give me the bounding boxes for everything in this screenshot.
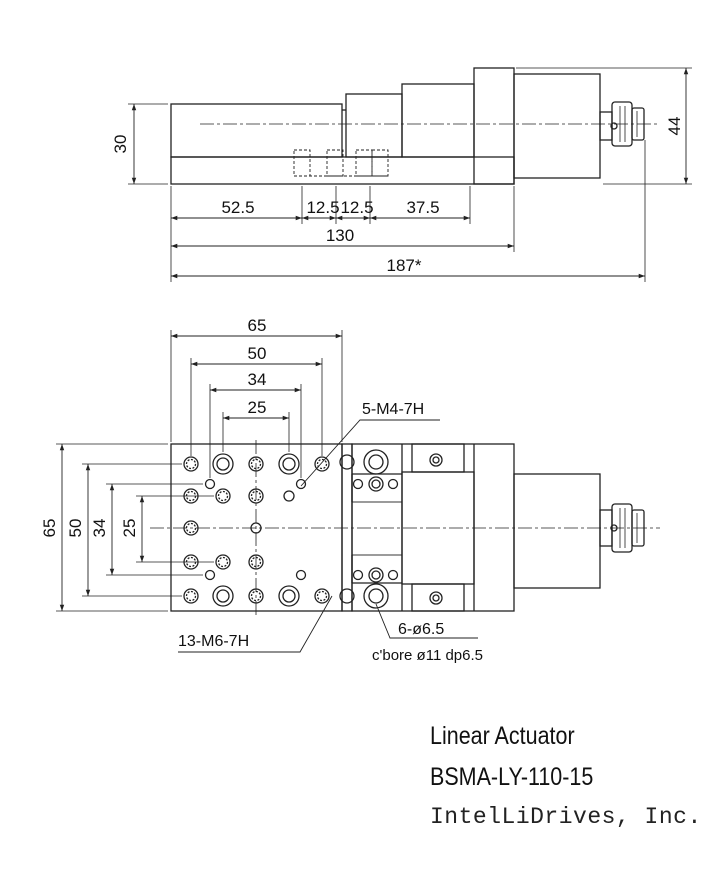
dim-h50: 50 bbox=[66, 519, 85, 538]
base-holes bbox=[339, 449, 443, 609]
dim-187: 187* bbox=[387, 256, 422, 275]
company-name: IntelLiDrives, Inc. bbox=[430, 804, 702, 830]
dim-44: 44 bbox=[665, 117, 684, 136]
dim-h25: 25 bbox=[120, 519, 139, 538]
dim-130: 130 bbox=[326, 226, 354, 245]
carriage bbox=[170, 103, 343, 158]
model-number: BSMA-LY-110-15 bbox=[430, 763, 594, 791]
callout-m4: 5-M4-7H bbox=[362, 401, 424, 418]
dim-37-5: 37.5 bbox=[406, 198, 439, 217]
dim-w50: 50 bbox=[248, 344, 267, 363]
dim-w25: 25 bbox=[248, 398, 267, 417]
base-plate bbox=[170, 156, 515, 185]
callout-m6: 13-M6-7H bbox=[178, 633, 249, 650]
dim-w65: 65 bbox=[248, 316, 267, 335]
callout-bore: 6-ø6.5 bbox=[398, 621, 444, 638]
product-title: Linear Actuator bbox=[430, 722, 575, 750]
dim-30: 30 bbox=[111, 135, 130, 154]
top-view bbox=[56, 330, 660, 653]
motor-top bbox=[513, 473, 601, 589]
dim-52-5: 52.5 bbox=[221, 198, 254, 217]
motor-body bbox=[473, 67, 515, 185]
m4-holes bbox=[204, 478, 307, 581]
dim-12-5-b: 12.5 bbox=[340, 198, 373, 217]
cbore-holes bbox=[212, 453, 300, 607]
dim-w34: 34 bbox=[248, 370, 267, 389]
side-view bbox=[128, 67, 692, 282]
dim-h34: 34 bbox=[90, 519, 109, 538]
dim-12-5-a: 12.5 bbox=[306, 198, 339, 217]
callout-cbore: c'bore ø11 dp6.5 bbox=[372, 647, 483, 664]
dim-h65: 65 bbox=[40, 519, 59, 538]
